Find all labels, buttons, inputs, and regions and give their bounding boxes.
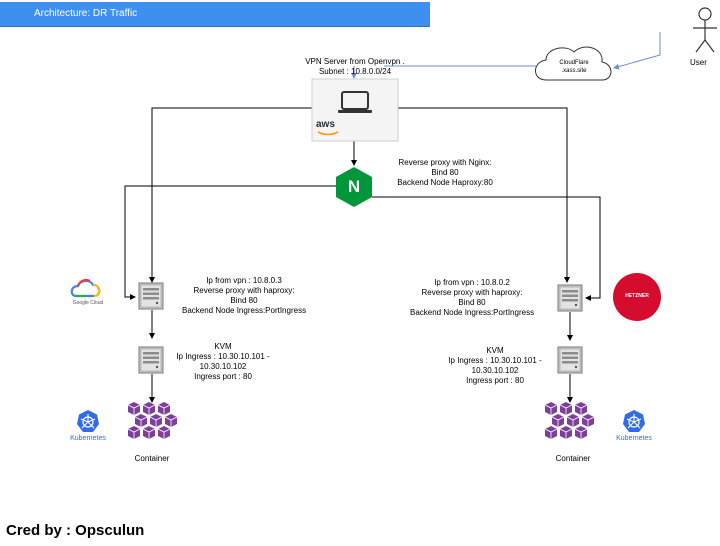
aws-smile-icon xyxy=(317,131,339,136)
hetzner-logo-icon xyxy=(613,273,661,321)
google-cloud-logo-icon xyxy=(70,278,101,298)
left-proxy-label-line2: Reverse proxy with haproxy: xyxy=(193,286,295,295)
aws-to-left-proxy-arrow xyxy=(149,107,312,283)
left-proxy-label-line1: Ip from vpn : 10.8.0.3 xyxy=(206,276,282,285)
nginx-logo-text: N xyxy=(347,177,361,196)
user-to-cloudflare-arrow xyxy=(613,32,661,70)
nginx-label: Reverse proxy with Nginx: Bind 80 Backen… xyxy=(390,158,500,188)
laptop-icon xyxy=(338,91,372,113)
google-cloud-label: Google Cloud xyxy=(72,300,104,306)
user-icon xyxy=(693,7,717,53)
right-kvm-label-line4: Ingress port : 80 xyxy=(466,376,524,385)
left-haproxy-server-icon xyxy=(138,282,164,310)
left-kvm-server-icon xyxy=(138,346,164,374)
right-container-cluster-icon xyxy=(544,401,595,440)
vpn-label-line1: VPN Server from Openvpn . xyxy=(305,57,405,66)
right-kvm-label: KVM Ip Ingress : 10.30.10.101 - 10.30.10… xyxy=(440,346,550,386)
vpn-label: VPN Server from Openvpn . Subnet : 10.8.… xyxy=(300,57,410,77)
cloudflare-cloud-icon xyxy=(535,46,612,81)
left-proxy-label: Ip from vpn : 10.8.0.3 Reverse proxy wit… xyxy=(182,276,306,316)
right-haproxy-server-icon xyxy=(557,284,583,312)
left-kvm-label: KVM Ip Ingress : 10.30.10.101 - 10.30.10… xyxy=(168,342,278,382)
hetzner-label: HETZNER xyxy=(625,293,649,299)
user-label: User xyxy=(690,58,707,67)
nginx-label-line1: Reverse proxy with Nginx: xyxy=(398,158,492,167)
nginx-to-left-proxy-arrow xyxy=(124,185,338,300)
right-kubernetes-label: Kubernetes xyxy=(616,435,652,442)
nginx-label-line3: Backend Node Haproxy:80 xyxy=(397,178,493,187)
right-proxy-label: Ip from vpn : 10.8.0.2 Reverse proxy wit… xyxy=(410,278,534,318)
left-kvm-label-line4: Ingress port : 80 xyxy=(194,372,252,381)
right-proxy-label-line2: Reverse proxy with haproxy: xyxy=(421,288,523,297)
nginx-logo-icon xyxy=(336,167,372,207)
right-kvm-label-line1: KVM xyxy=(486,346,504,355)
left-kubernetes-label: Kubernetes xyxy=(70,435,106,442)
left-kvm-label-line2: Ip Ingress : 10.30.10.101 - xyxy=(176,352,270,361)
right-container-label: Container xyxy=(555,454,591,463)
aws-logo-text: aws xyxy=(316,119,335,130)
aws-to-right-proxy-arrow xyxy=(398,107,570,283)
left-container-label: Container xyxy=(134,454,170,463)
right-kubernetes-logo-icon xyxy=(622,409,646,433)
credit-text: Cred by : Opsculun xyxy=(6,522,145,539)
left-container-cluster-icon xyxy=(127,401,178,440)
cloudflare-label: CloudFlare .xass.site xyxy=(548,59,600,75)
right-proxy-label-line1: Ip from vpn : 10.8.0.2 xyxy=(434,278,510,287)
left-kvm-label-line1: KVM xyxy=(214,342,232,351)
right-kvm-label-line3: 10.30.10.102 xyxy=(471,366,519,375)
connectors xyxy=(124,107,601,403)
left-kubernetes-logo-icon xyxy=(76,409,100,433)
right-kvm-label-line2: Ip Ingress : 10.30.10.101 - xyxy=(448,356,542,365)
right-kvm-server-icon xyxy=(557,346,583,374)
right-proxy-label-line3: Bind 80 xyxy=(458,298,486,307)
vpn-label-line2: Subnet : 10.8.0.0/24 xyxy=(318,67,392,76)
left-kvm-label-line3: 10.30.10.102 xyxy=(199,362,247,371)
cloudflare-label-line1: CloudFlare xyxy=(559,60,589,66)
right-proxy-label-line4: Backend Node Ingress:PortIngress xyxy=(410,308,535,317)
nginx-to-right-proxy-arrow xyxy=(372,196,601,301)
diagram-title: Architecture: DR Traffic xyxy=(34,8,138,19)
cloudflare-label-line2: .xass.site xyxy=(561,68,587,74)
nginx-label-line2: Bind 80 xyxy=(431,168,459,177)
left-proxy-label-line4: Backend Node Ingress:PortIngress xyxy=(182,306,307,315)
left-proxy-label-line3: Bind 80 xyxy=(230,296,258,305)
diagram-title-bar: Architecture: DR Traffic xyxy=(0,2,430,27)
